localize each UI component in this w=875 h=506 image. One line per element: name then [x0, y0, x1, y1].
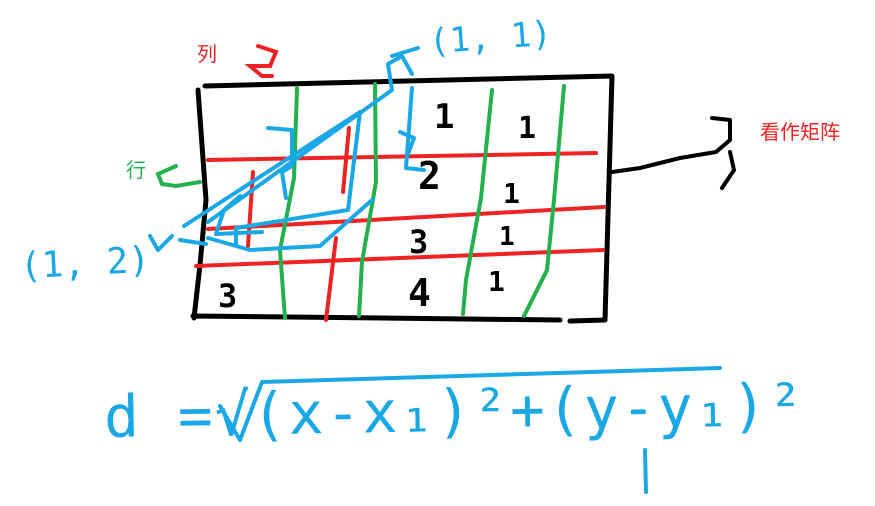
row-label: 行 — [126, 158, 146, 182]
matrix-cell: 4 — [408, 271, 431, 315]
column-lines — [277, 82, 566, 320]
matrix-cell: 3 — [409, 223, 429, 261]
matrix-cell: 1 — [434, 97, 455, 137]
row-label-arrow — [155, 164, 202, 189]
column-label: 列 — [197, 42, 217, 66]
matrix-cell: 1 — [488, 265, 505, 298]
matrix-cell: 1 — [503, 177, 520, 210]
point-b-label: (1, 2) — [18, 239, 152, 288]
blue-annotations — [148, 54, 722, 494]
matrix-cell: 1 — [518, 111, 537, 146]
distance-formula: d =√(x-x₁)²+(y-y₁)² — [103, 370, 806, 451]
matrix-note: 看作矩阵 — [760, 120, 840, 144]
matrix-cell: 1 — [499, 222, 515, 252]
row-lines — [194, 151, 606, 268]
matrix-note-brace — [610, 116, 736, 190]
matrix-cell: 3 — [218, 277, 238, 315]
point-a-label: (1, 1) — [427, 13, 554, 63]
point-a-arrow — [390, 46, 420, 58]
matrix-outline — [190, 73, 615, 324]
matrix-cell: 2 — [418, 154, 441, 198]
column-label-arrow — [244, 44, 279, 78]
